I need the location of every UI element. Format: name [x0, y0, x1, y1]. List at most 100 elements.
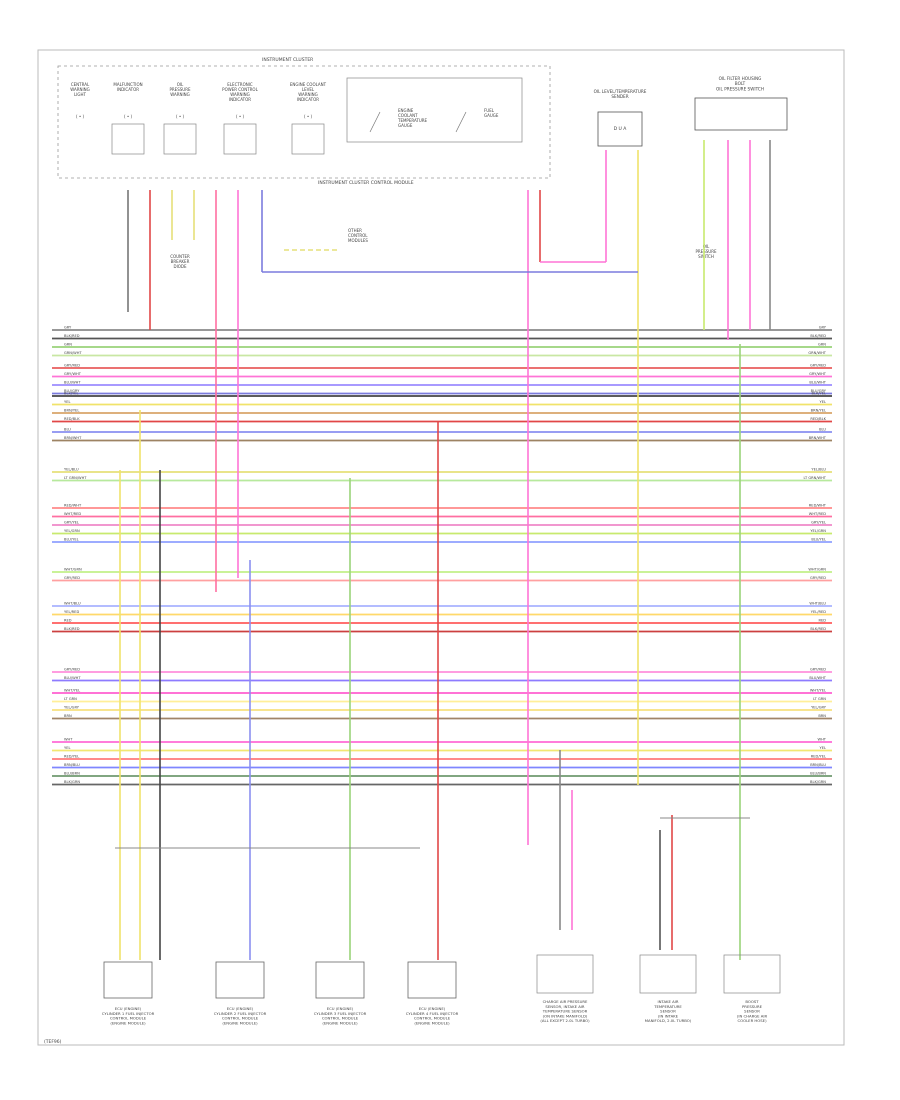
- wire-row: BRN/YEL BRN/YEL: [52, 409, 832, 414]
- wire-label-right: YEL/GRN: [810, 529, 826, 533]
- wire-label-left: WHT/BLU: [64, 602, 81, 606]
- wire-label-left: LT GRN/WHT: [64, 476, 87, 480]
- gauges-box: [346, 77, 523, 143]
- wire-label-left: YEL: [64, 746, 70, 750]
- wire-label-right: BLU/GRY: [811, 389, 827, 393]
- wire-label-right: BLU/YEL: [811, 538, 826, 542]
- wire-label-right: BLU/WHT: [809, 676, 826, 680]
- wire-label-left: BLK/YEL: [64, 392, 79, 396]
- wire-label-left: WHT/RED: [64, 512, 81, 516]
- wire-label-right: GRY/YEL: [811, 521, 826, 525]
- wire-label-left: GRY/RED: [64, 576, 80, 580]
- wire-label-left: BRN/YEL: [64, 409, 79, 413]
- wire-label-right: BLU/BRN: [810, 772, 826, 776]
- wire-label-left: BRN/BLU: [64, 763, 80, 767]
- gauge-needle-icon: [369, 111, 381, 133]
- wire-label-left: WHT: [64, 738, 73, 742]
- wire-label-left: RED/YEL: [64, 755, 79, 759]
- wire-label-right: BRN/WHT: [809, 436, 827, 440]
- cluster-module-label: INSTRUMENT CLUSTER CONTROL MODULE: [318, 180, 414, 186]
- wire-label-right: BLK/GRN: [810, 780, 826, 784]
- wire-label-left: RED/BLK: [64, 417, 80, 421]
- wire-label-right: WHT: [818, 738, 827, 742]
- wire-row: BLK/GRN BLK/GRN: [52, 780, 832, 786]
- wire-label-right: YEL: [820, 400, 826, 404]
- wire-label-left: WHT/GRN: [64, 568, 82, 572]
- wire-label-right: BRN: [818, 714, 826, 718]
- wire-label-left: BLK/GRN: [64, 780, 80, 784]
- wire-row: WHT/RED WHT/RED: [52, 512, 832, 518]
- bulb-icon: ( • ): [236, 114, 244, 119]
- wire-label-right: BRN/YEL: [811, 409, 826, 413]
- wire-label-right: GRY/RED: [810, 668, 826, 672]
- wire-row: BRN BRN: [52, 714, 832, 720]
- wire-label-right: WHT/RED: [809, 512, 826, 516]
- instrument-cluster-title: INSTRUMENT CLUSTER: [262, 57, 313, 63]
- wire-label-left: YEL/BLU: [64, 468, 79, 472]
- instrument-cluster: INSTRUMENT CLUSTER INSTRUMENT CLUSTER CO…: [57, 57, 551, 186]
- wire-label-left: GRY/WHT: [64, 372, 82, 376]
- wire-label-right: GRY/WHT: [809, 372, 827, 376]
- wire-label-right: BRN/BLU: [810, 763, 826, 767]
- wire-label-left: BLU/WHT: [64, 381, 81, 385]
- wire-label-left: GRY/YEL: [64, 521, 79, 525]
- wire-label-left: BLU/WHT: [64, 676, 81, 680]
- wire-label-left: GRY: [64, 326, 72, 330]
- bulb-icon: ( • ): [304, 114, 312, 119]
- gauge-needle-icon: [455, 111, 467, 133]
- wire-label-right: WHT/BLU: [809, 602, 826, 606]
- wire-label-right: BLK/YEL: [811, 392, 826, 396]
- bulb-icon: ( • ): [124, 114, 132, 119]
- wire-label-right: GRN: [818, 343, 826, 347]
- wire-label-right: WHT/YEL: [810, 689, 826, 693]
- wire-label-left: BRN: [64, 714, 72, 718]
- wire-label-left: RED/WHT: [64, 504, 82, 508]
- wire-label-right: YEL: [820, 746, 826, 750]
- vertical-wires: [115, 140, 771, 960]
- wire-label-right: GRY: [819, 326, 827, 330]
- wire-label-right: BLK/RED: [810, 627, 826, 631]
- wire-row: BLK/YEL BLK/YEL: [52, 392, 832, 397]
- wire-label-left: WHT/YEL: [64, 689, 80, 693]
- wire-row: BLU/WHT BLU/WHT: [52, 676, 832, 682]
- wire-label-left: GRY/RED: [64, 668, 80, 672]
- wire-label-left: RED: [64, 619, 72, 623]
- bulb-icon: ( • ): [76, 114, 84, 119]
- wire-label-right: GRY/RED: [810, 364, 826, 368]
- wire-label-left: GRN/WHT: [64, 351, 82, 355]
